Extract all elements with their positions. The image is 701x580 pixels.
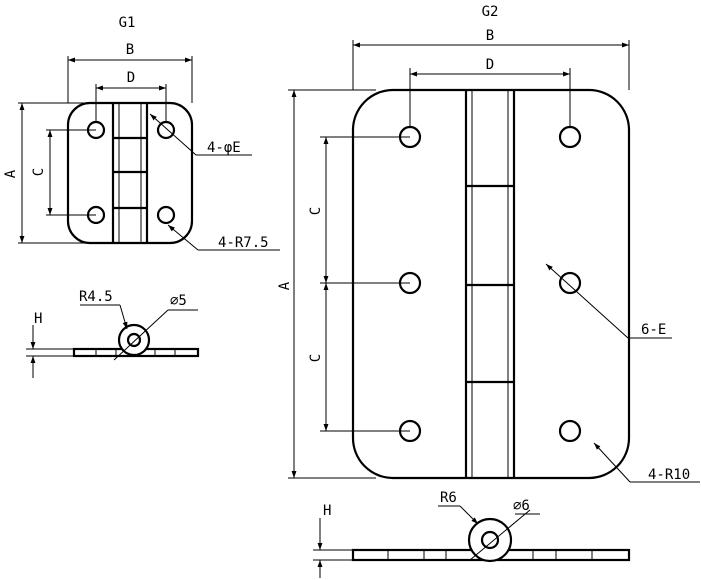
g2-dim-b: B xyxy=(486,28,494,44)
g2-corner-callout: 4-R10 xyxy=(648,467,690,483)
g1-title: G1 xyxy=(119,15,136,31)
g2-side-view: R6 ⌀6 H xyxy=(313,490,631,578)
g1-dim-a: A xyxy=(3,169,19,178)
g1-pin-diameter: ⌀5 xyxy=(170,293,187,309)
g1-hole xyxy=(156,205,176,225)
g2-top-view: G2 B D A xyxy=(277,4,700,483)
g1-dim-b: B xyxy=(126,42,134,58)
g1-dim-c: C xyxy=(31,168,47,176)
g2-plate xyxy=(351,88,631,480)
g2-dim-c-upper: C xyxy=(308,207,324,215)
g2-hole xyxy=(558,271,582,295)
g1-plate xyxy=(66,101,194,245)
g1-hole xyxy=(156,120,176,140)
g2-dim-a: A xyxy=(277,281,293,290)
g1-top-view: G1 B D A C xyxy=(3,15,280,251)
g2-dim-c-lower: C xyxy=(308,354,324,362)
g2-pin xyxy=(480,530,500,550)
g1-hole-callout: 4-φE xyxy=(207,140,241,156)
g2-knuckle-lower xyxy=(465,284,515,383)
g2-hole xyxy=(558,125,582,149)
g1-knuckle-radius: R4.5 xyxy=(79,289,113,305)
g1-corner-callout: 4-R7.5 xyxy=(218,235,269,251)
g2-dim-h: H xyxy=(323,503,331,519)
g2-knuckle-radius: R6 xyxy=(440,490,457,506)
g1-knuckle-upper xyxy=(112,137,148,173)
g1-side-view: R4.5 ⌀5 H xyxy=(26,289,200,378)
g1-pin xyxy=(126,332,142,348)
g2-title: G2 xyxy=(482,4,499,20)
g1-knuckle-lower xyxy=(112,171,148,209)
g1-dim-d: D xyxy=(127,70,135,86)
g2-pin-diameter: ⌀6 xyxy=(513,498,530,514)
g2-dim-d: D xyxy=(486,57,494,73)
g2-hole-callout: 6-E xyxy=(641,322,666,338)
g2-knuckle-upper xyxy=(465,185,515,286)
g2-hole xyxy=(558,419,582,443)
g1-dim-h: H xyxy=(34,311,42,327)
